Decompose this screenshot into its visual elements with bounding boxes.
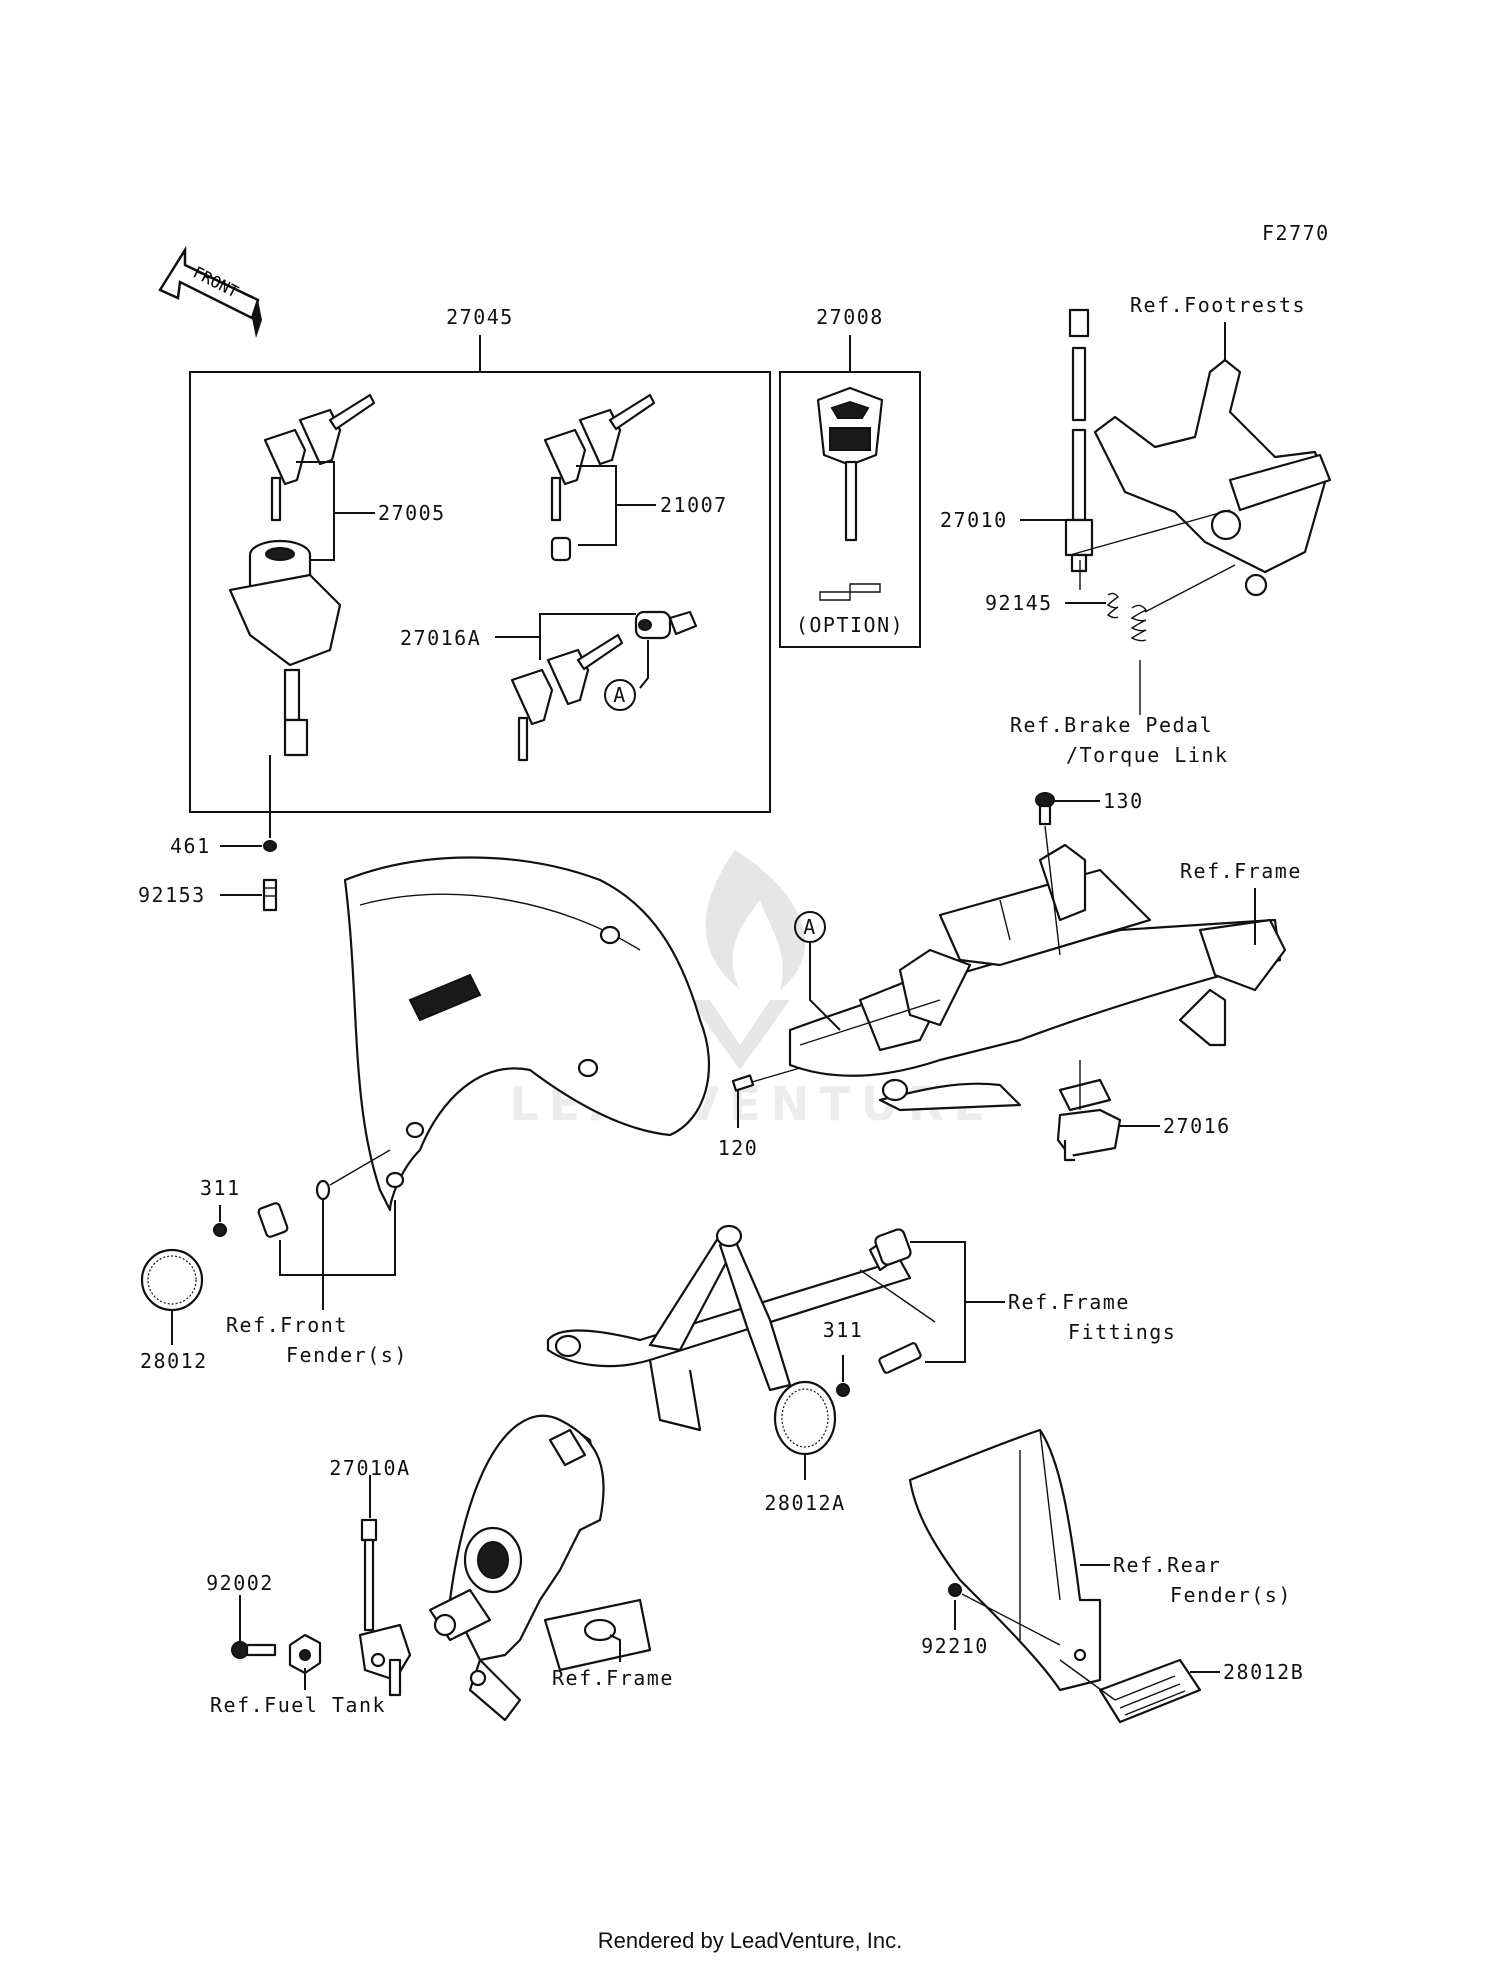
ref-rear-fender-1: Ref.Rear [1113, 1553, 1221, 1577]
front-reflector-28012 [140, 1248, 204, 1312]
spacer-frame-fittings [874, 1228, 912, 1266]
spring-92145 [1106, 592, 1148, 642]
seat-lock-set-27016A [510, 610, 698, 762]
ignition-switch-27005 [228, 539, 342, 757]
key-set-27005 [263, 393, 376, 522]
ref-brake-pedal-1: Ref.Brake Pedal [1010, 713, 1213, 737]
part-27016A: 27016A [400, 626, 481, 650]
nut-461 [263, 840, 277, 852]
front-fender [343, 856, 711, 1212]
callout-A-label: A [613, 683, 627, 707]
option-label: (OPTION) [796, 613, 904, 637]
part-130: 130 [1103, 789, 1144, 813]
callout-A-circle [604, 679, 636, 711]
bolt-120 [731, 1074, 755, 1092]
part-27045: 27045 [446, 305, 514, 329]
ref-brake-pedal-2: /Torque Link [1066, 743, 1229, 767]
ref-front-fender-1: Ref.Front [226, 1313, 348, 1337]
part-27010: 27010 [940, 508, 1008, 532]
part-27016: 27016 [1163, 1114, 1231, 1138]
key-blank-set-21007 [543, 393, 656, 562]
part-28012A: 28012A [764, 1491, 845, 1515]
reflector-28012A [773, 1380, 837, 1456]
ref-frame-bottom: Ref.Frame [552, 1666, 674, 1690]
footrest-bracket [1093, 358, 1332, 597]
part-92145: 92145 [985, 591, 1053, 615]
switch-27010 [1064, 308, 1094, 573]
part-27005: 27005 [378, 501, 446, 525]
rear-fender [908, 1428, 1102, 1692]
part-27008: 27008 [816, 305, 884, 329]
switch-27010A [358, 1518, 412, 1697]
ref-fuel-tank: Ref.Fuel Tank [210, 1693, 386, 1717]
seat-lock-27016 [1056, 1108, 1122, 1162]
part-92002: 92002 [206, 1571, 274, 1595]
washer-front [315, 1179, 331, 1201]
ref-footrests: Ref.Footrests [1130, 293, 1306, 317]
bolt-130-shank [1038, 804, 1052, 826]
part-120: 120 [718, 1136, 759, 1160]
ref-rear-fender-2: Fender(s) [1170, 1583, 1292, 1607]
spacer-bolt-front [257, 1202, 289, 1238]
front-arrow-icon: FRONT [158, 245, 262, 338]
part-92153: 92153 [138, 883, 206, 907]
diagram-code: F2770 [1262, 221, 1330, 245]
ref-front-fender-2: Fender(s) [286, 1343, 408, 1367]
nut-311-front [213, 1223, 227, 1237]
nut-92210 [948, 1583, 962, 1597]
rear-reflector-28012B [1098, 1658, 1202, 1724]
part-28012: 28012 [140, 1349, 208, 1373]
screw-92153 [262, 878, 278, 912]
part-311-fitting: 311 [823, 1318, 864, 1342]
part-28012B: 28012B [1223, 1660, 1304, 1684]
footer-credit: Rendered by LeadVenture, Inc. [597, 1928, 903, 1953]
part-21007: 21007 [660, 493, 728, 517]
callout-A-frame-label: A [803, 915, 817, 939]
part-27010A: 27010A [329, 1456, 410, 1480]
part-311-front: 311 [200, 1176, 241, 1200]
ref-frame-fittings-1: Ref.Frame [1008, 1290, 1130, 1314]
ref-frame-top: Ref.Frame [1180, 859, 1302, 883]
part-92210: 92210 [921, 1634, 989, 1658]
bolt-92002 [231, 1641, 277, 1659]
part-461: 461 [170, 834, 211, 858]
blank-key-27008 [816, 386, 884, 601]
frame-assembly [788, 843, 1287, 1112]
bolt-frame-fittings [878, 1342, 922, 1374]
ref-frame-fittings-2: Fittings [1068, 1320, 1176, 1344]
fuel-tank-bracket [288, 1633, 322, 1675]
nut-311-fitting [836, 1383, 850, 1397]
frame-bottom-section [428, 1414, 652, 1722]
